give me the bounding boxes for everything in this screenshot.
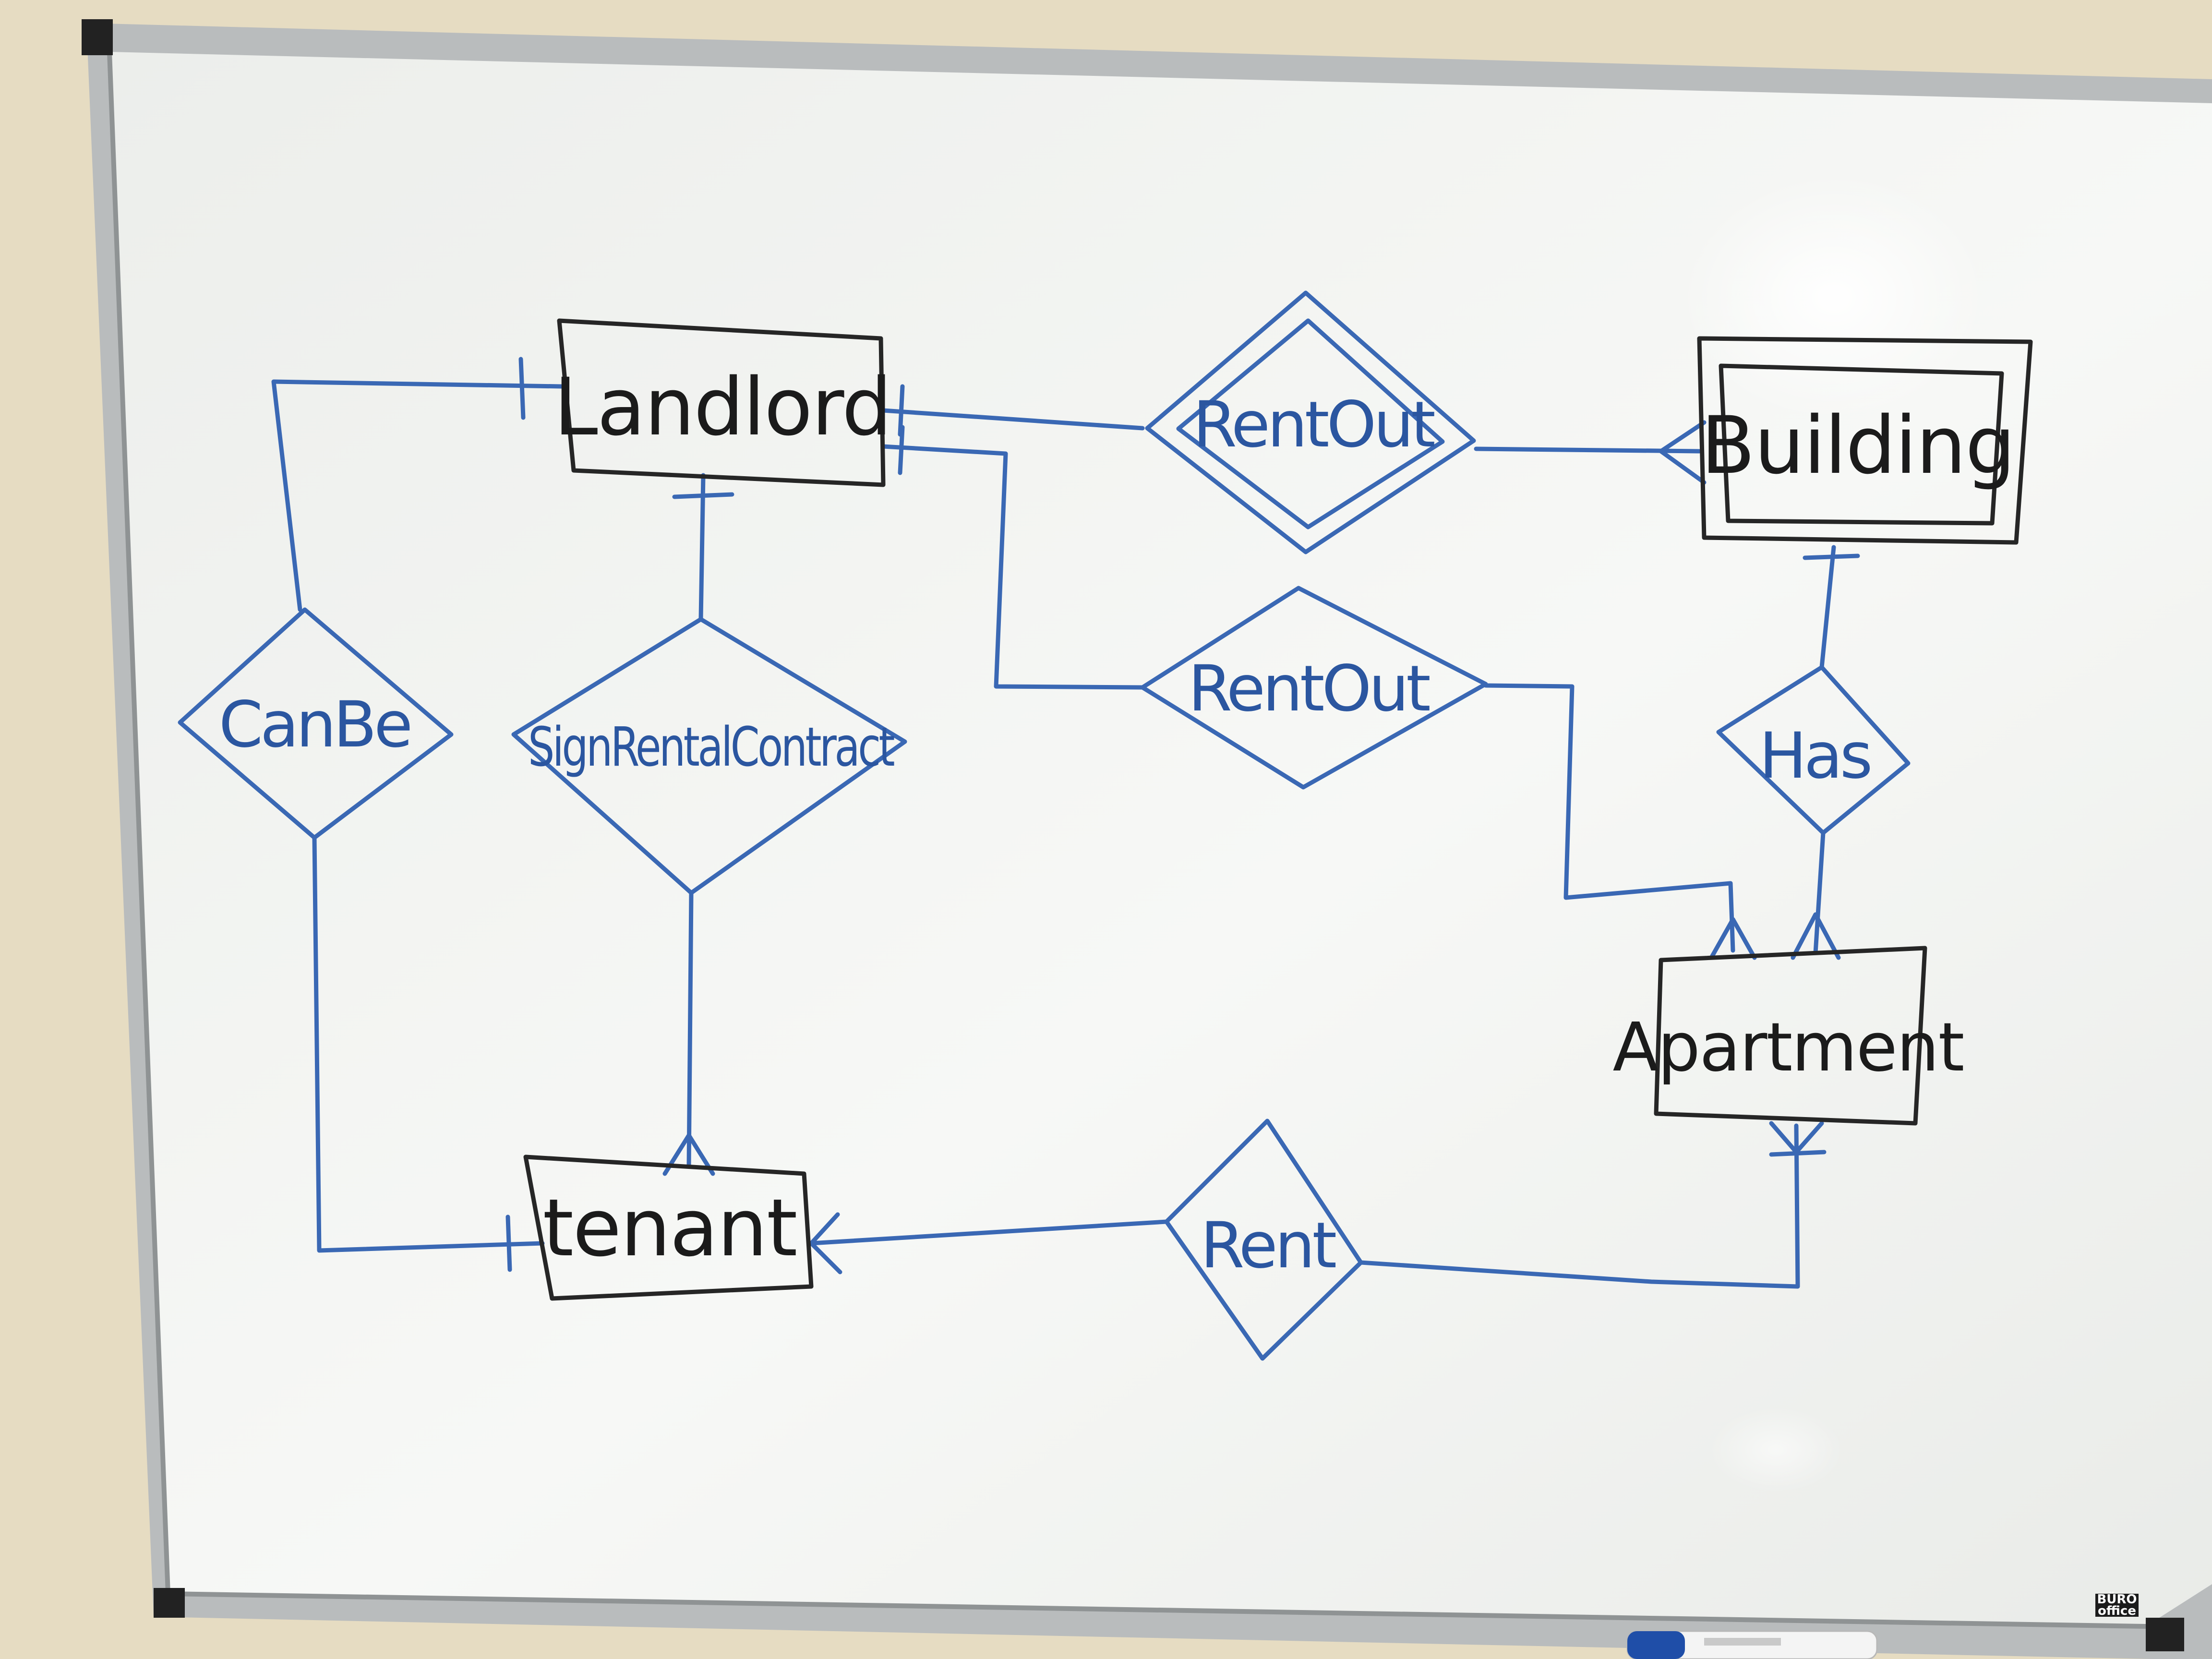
connector-landlord-rentout-apartment xyxy=(881,444,1145,690)
box-building-inner xyxy=(1719,363,2004,526)
crowsfoot-many-building xyxy=(1659,420,1707,485)
relationship-rentout-building: RentOut xyxy=(1145,290,1476,554)
diamond-rentout-building-inner xyxy=(1176,318,1445,529)
relationship-sign: SignRentalContract xyxy=(511,617,907,895)
label-rent: Rent xyxy=(1201,1209,1336,1283)
brand-badge xyxy=(2095,1594,2139,1617)
label-rentout-apartment: RentOut xyxy=(1188,652,1430,726)
crowsfoot-bar-apartment-rent xyxy=(1769,1150,1827,1157)
diamond-rentout-building-outer xyxy=(1145,290,1476,554)
label-has: Has xyxy=(1759,719,1870,793)
diamond-canbe xyxy=(178,607,454,840)
connector-canbe-tenant xyxy=(312,835,545,1253)
connector-landlord-sign xyxy=(698,473,706,622)
connector-building-has xyxy=(1819,545,1836,670)
diamond-sign xyxy=(511,617,907,895)
connector-rent-apartment xyxy=(1358,1123,1800,1289)
diamond-has xyxy=(1716,665,1911,835)
crowsfoot-many-apartment-rentout xyxy=(1709,917,1757,960)
board-surface xyxy=(109,52,2212,1626)
crowsfoot-one-tenant-canbe xyxy=(505,1214,512,1272)
crowsfoot-one-building-has xyxy=(1803,553,1860,560)
brand-badge-line2: office xyxy=(2098,1604,2136,1618)
box-landlord xyxy=(557,318,886,487)
crowsfoot-one-landlord-sign xyxy=(672,492,734,499)
relationship-has: Has xyxy=(1716,665,1911,835)
diamond-rent xyxy=(1164,1118,1363,1361)
relationship-rentout-apartment: RentOut xyxy=(1140,586,1488,790)
connector-landlord-rentout-building xyxy=(881,408,1145,431)
label-rentout-building: RentOut xyxy=(1193,388,1434,462)
corner-cap-bottom-left xyxy=(154,1588,185,1618)
crowsfoot-one-landlord-canbe xyxy=(518,357,526,420)
label-apartment: Apartment xyxy=(1612,1009,1963,1087)
box-tenant xyxy=(523,1154,814,1301)
marker-pen xyxy=(1626,1630,1878,1659)
label-building: Building xyxy=(1701,399,2014,492)
connector-landlord-canbe xyxy=(271,379,564,612)
label-landlord: Landlord xyxy=(554,361,891,453)
entity-tenant: tenant xyxy=(523,1154,814,1301)
connector-rentout-apartment xyxy=(1483,683,1735,953)
corner-cap-top-left xyxy=(82,19,113,55)
connector-sign-tenant xyxy=(686,890,694,1169)
corner-cap-bottom-right xyxy=(2146,1618,2184,1651)
entity-building: Building xyxy=(1697,336,2033,545)
label-sign: SignRentalContract xyxy=(528,716,894,779)
connector-has-apartment xyxy=(1813,830,1826,955)
entity-apartment: Apartment xyxy=(1612,946,1965,1126)
crowsfoot-one-landlord-rentout2 xyxy=(898,425,905,475)
light-glare-small xyxy=(1709,1407,1843,1493)
box-building-outer xyxy=(1697,336,2033,545)
brand-badge-line1: BÜRO xyxy=(2097,1591,2137,1607)
connector-tenant-rent xyxy=(809,1219,1169,1246)
light-glare xyxy=(1680,173,1987,422)
crowsfoot-many-tenant-sign xyxy=(662,1133,715,1176)
label-tenant: tenant xyxy=(542,1182,796,1274)
diamond-rentout-apartment xyxy=(1140,586,1488,790)
crowsfoot-many-tenant-rent xyxy=(809,1212,842,1274)
box-apartment xyxy=(1654,946,1927,1126)
crowsfoot-many-apartment-has xyxy=(1791,912,1841,960)
entity-landlord: Landlord xyxy=(554,318,892,487)
label-canbe: CanBe xyxy=(219,688,410,762)
relationship-canbe: CanBe xyxy=(178,607,454,840)
relationship-rent: Rent xyxy=(1164,1118,1363,1361)
er-diagram: CanBe SignRentalContract RentOut RentOut… xyxy=(178,290,2033,1361)
